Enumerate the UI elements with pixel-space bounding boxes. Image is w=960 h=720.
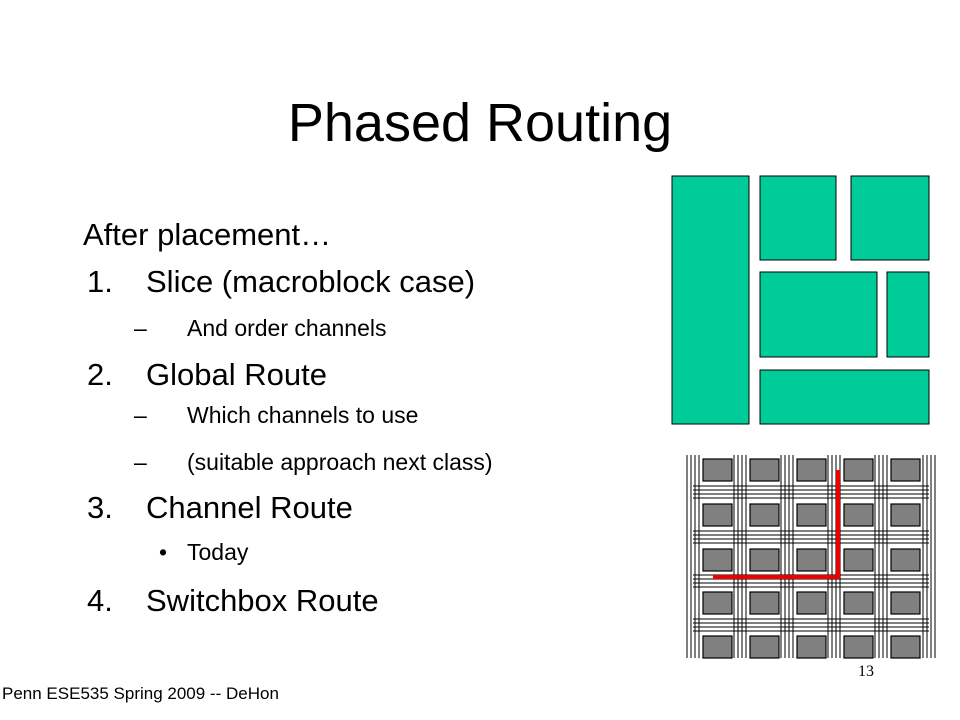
routing-grid-diagram [686,455,936,659]
logic-cell [702,548,733,572]
dash-marker: – [134,315,147,341]
sub-text: Today [187,539,249,565]
sub-text: And order channels [187,315,387,341]
sub-text: Which channels to use [187,402,419,428]
bullet-marker: • [159,539,168,565]
dash-marker: – [134,449,147,475]
logic-cell [890,503,921,527]
logic-cell [890,591,921,615]
slide-title: Phased Routing [287,93,673,153]
macroblock [850,175,930,261]
macroblock [759,271,878,358]
logic-cell [749,503,780,527]
logic-cell [843,635,874,659]
list-number: 3. [87,490,113,525]
logic-cell [843,503,874,527]
intro-text: After placement… [83,217,332,252]
logic-cell [749,591,780,615]
logic-cell [890,458,921,482]
logic-cell [749,635,780,659]
list-number: 4. [87,583,113,618]
logic-cell [843,548,874,572]
logic-cell [796,458,827,482]
macroblock [886,271,930,358]
logic-cell [796,503,827,527]
list-number: 1. [87,264,113,299]
macroblock [759,369,930,425]
logic-cell [702,503,733,527]
logic-cell [890,635,921,659]
footer-text: Penn ESE535 Spring 2009 -- DeHon [2,684,279,703]
logic-cell [749,458,780,482]
list-text: Channel Route [146,490,353,525]
logic-cell [702,635,733,659]
logic-cell [702,591,733,615]
macroblock [759,175,837,261]
logic-cell [843,591,874,615]
sub-text: (suitable approach next class) [187,449,493,475]
logic-cell [890,548,921,572]
logic-cell [749,548,780,572]
list-text: Slice (macroblock case) [146,264,476,299]
list-text: Switchbox Route [146,583,379,618]
list-number: 2. [87,357,113,392]
routed-net-path [713,470,840,579]
logic-cell [702,458,733,482]
list-text: Global Route [146,357,327,392]
page-number: 13 [858,663,874,680]
logic-cell [796,635,827,659]
macroblock-slicing-diagram [671,175,930,425]
logic-cell [796,548,827,572]
dash-marker: – [134,402,147,428]
macroblock [671,175,750,425]
logic-cell [796,591,827,615]
logic-cell [843,458,874,482]
